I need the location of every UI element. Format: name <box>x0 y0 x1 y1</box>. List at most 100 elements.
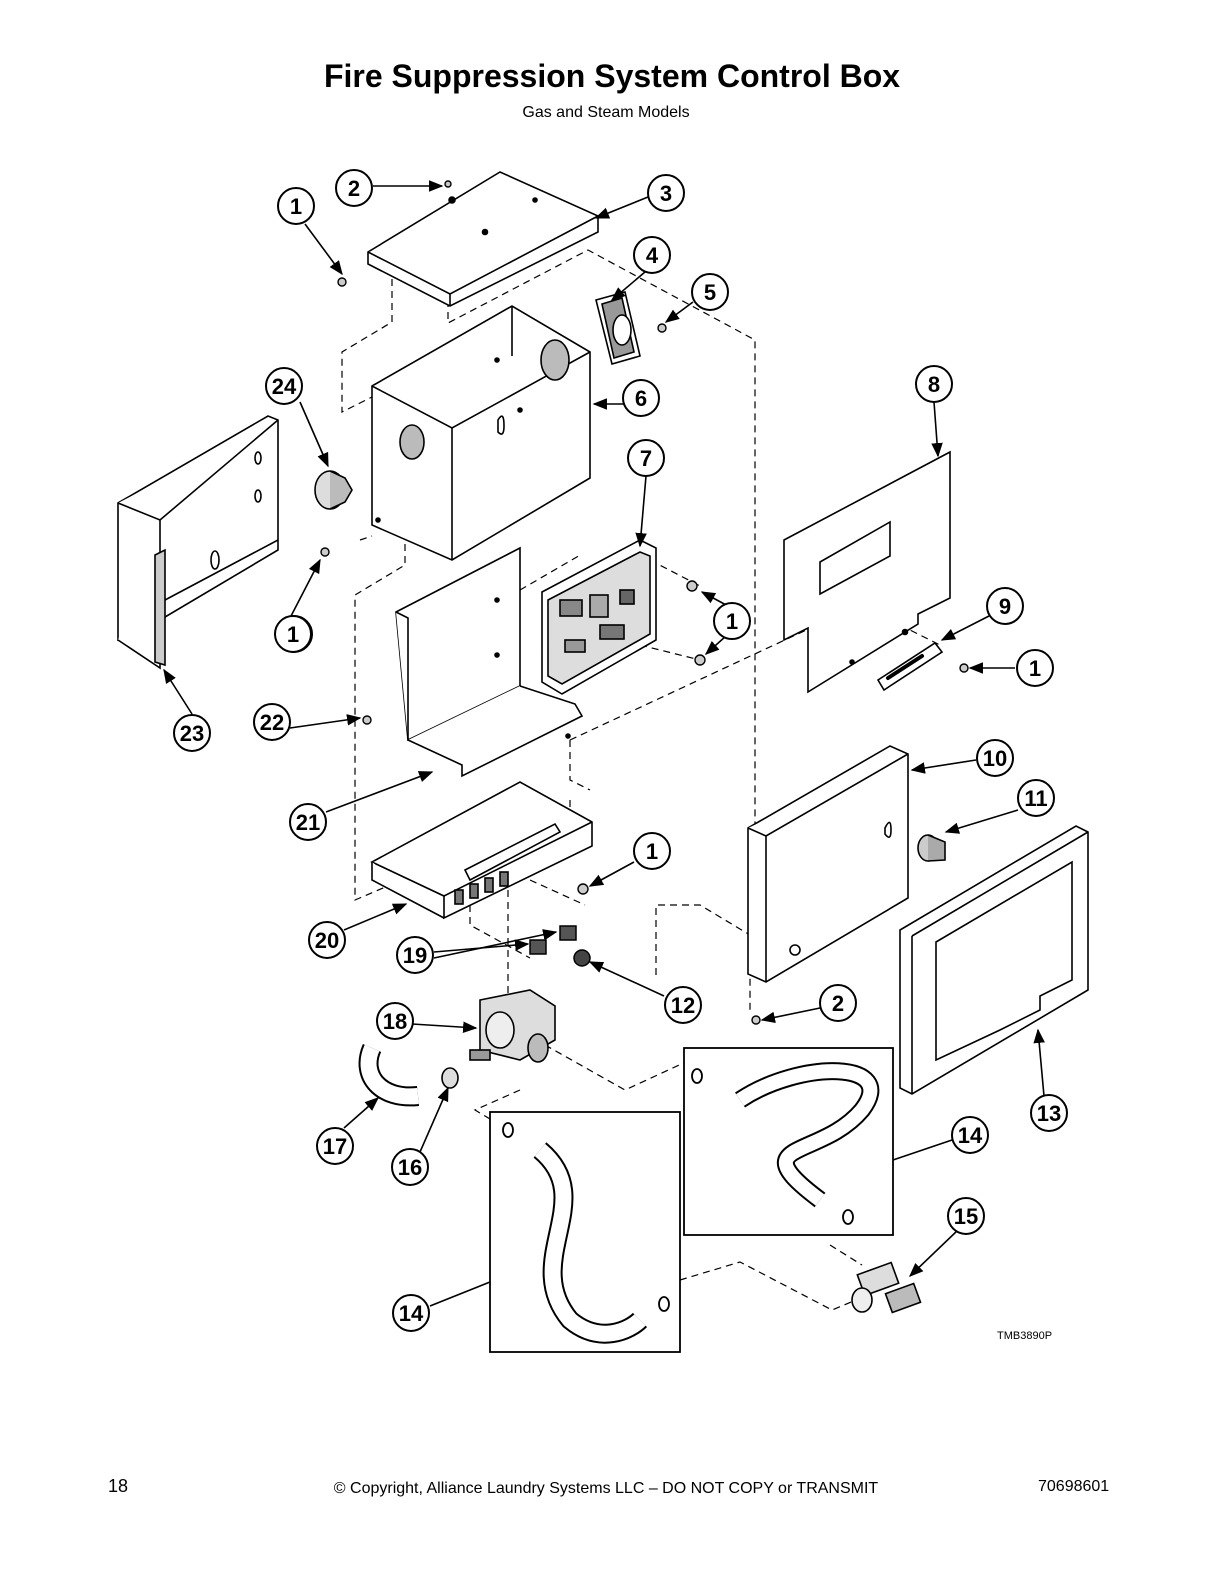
page-number: 18 <box>108 1476 129 1496</box>
callout-number: 1 <box>290 194 302 219</box>
lock-part <box>917 834 946 862</box>
control-board-part <box>541 539 657 695</box>
callout-circle <box>289 803 327 841</box>
callout-1: 1 <box>1016 649 1054 687</box>
valve-part <box>469 989 556 1063</box>
callout-20: 20 <box>308 921 346 959</box>
callout-1: 1 <box>713 602 751 640</box>
callout-number: 2 <box>832 991 844 1016</box>
callout-circle <box>392 1294 430 1332</box>
callout-circle <box>622 379 660 417</box>
callout-circle <box>915 365 953 403</box>
callout-circle <box>951 1116 989 1154</box>
callout-number: 14 <box>958 1123 983 1148</box>
callout-19: 19 <box>396 936 434 974</box>
callout-circle <box>947 1197 985 1235</box>
callout-number: 14 <box>399 1301 424 1326</box>
page-subtitle: Gas and Steam Models <box>522 104 690 121</box>
mounting-bracket-part <box>117 415 279 670</box>
callout-24: 24 <box>265 367 303 405</box>
callout-number: 1 <box>287 622 299 647</box>
leader-lines <box>163 180 1045 1307</box>
drawing-id: TMB3890P <box>997 1330 1053 1342</box>
callout-number: 21 <box>296 810 320 835</box>
callout-circle <box>1016 649 1054 687</box>
callout-22: 22 <box>253 703 291 741</box>
callout-number: 1 <box>646 839 658 864</box>
callout-17: 17 <box>316 1127 354 1165</box>
callout-number: 7 <box>640 446 652 471</box>
callout-14: 14 <box>392 1294 430 1332</box>
callout-number: 10 <box>983 746 1007 771</box>
callout-11: 11 <box>1017 779 1055 817</box>
callout-number: 6 <box>635 386 647 411</box>
box-housing-part <box>371 305 591 561</box>
callout-number: 15 <box>954 1204 978 1229</box>
callout-circle <box>391 1148 429 1186</box>
callout-number: 4 <box>646 243 659 268</box>
door-part <box>747 745 909 983</box>
hose-elbow-part <box>358 1043 420 1107</box>
callout-number: 17 <box>323 1134 347 1159</box>
callout-circle <box>1017 779 1055 817</box>
document-number: 70698601 <box>1038 1478 1110 1495</box>
callout-labels: 1234512467819112322102111120191221813171… <box>173 169 1068 1332</box>
callout-circle <box>627 439 665 477</box>
switch-parts <box>529 925 591 967</box>
callout-number: 19 <box>403 943 427 968</box>
callout-9: 9 <box>986 587 1024 625</box>
callout-number: 1 <box>1029 656 1041 681</box>
callout-circle <box>316 1127 354 1165</box>
inner-panel-part <box>395 546 584 778</box>
callout-2: 2 <box>819 984 857 1022</box>
callout-12: 12 <box>664 986 702 1024</box>
top-cover-part <box>367 171 599 307</box>
gasket-plate-part <box>595 291 641 365</box>
callout-circle <box>335 169 373 207</box>
callout-8: 8 <box>915 365 953 403</box>
callout-3: 3 <box>647 174 685 212</box>
push-button-part <box>314 470 353 510</box>
callout-number: 12 <box>671 993 695 1018</box>
callout-circle <box>396 936 434 974</box>
callout-circle <box>976 739 1014 777</box>
callout-number: 2 <box>348 176 360 201</box>
callout-circle <box>274 615 312 653</box>
callout-circle <box>986 587 1024 625</box>
tray-part <box>370 781 593 920</box>
callout-circle <box>633 832 671 870</box>
screw-hardware <box>320 180 969 1025</box>
tee-fitting-part <box>851 1261 922 1314</box>
callout-circle <box>713 602 751 640</box>
callout-number: 9 <box>999 594 1011 619</box>
callout-16: 16 <box>391 1148 429 1186</box>
callout-circle <box>819 984 857 1022</box>
callout-15: 15 <box>947 1197 985 1235</box>
callout-10: 10 <box>976 739 1014 777</box>
callout-number: 13 <box>1037 1101 1061 1126</box>
callout-7: 7 <box>627 439 665 477</box>
callout-circle <box>277 187 315 225</box>
callout-14: 14 <box>951 1116 989 1154</box>
callout-circle <box>633 236 671 274</box>
callout-number: 5 <box>704 280 716 305</box>
callout-4: 4 <box>633 236 671 274</box>
callout-circle <box>308 921 346 959</box>
callout-number: 16 <box>398 1155 422 1180</box>
callout-number: 11 <box>1024 786 1047 811</box>
callout-5: 5 <box>691 273 729 311</box>
front-panel-part <box>783 450 951 694</box>
callout-2: 2 <box>335 169 373 207</box>
callout-number: 23 <box>180 721 204 746</box>
callout-number: 18 <box>383 1009 407 1034</box>
callout-number: 20 <box>315 928 339 953</box>
hose-assembly-upper <box>683 1047 894 1236</box>
copyright-notice: © Copyright, Alliance Laundry Systems LL… <box>333 1480 879 1497</box>
callout-number: 8 <box>928 372 940 397</box>
callout-1: 1 <box>633 832 671 870</box>
strap-bracket-part <box>876 641 944 692</box>
callout-18: 18 <box>376 1002 414 1040</box>
clamp-part <box>441 1067 459 1089</box>
callout-circle <box>664 986 702 1024</box>
